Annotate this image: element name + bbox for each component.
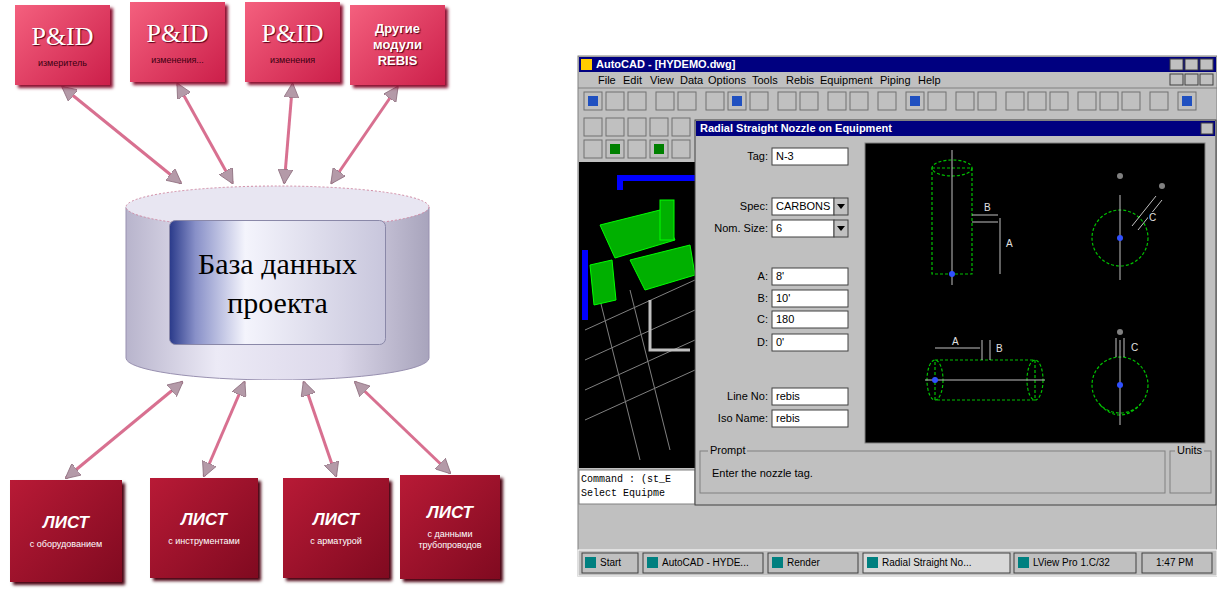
screen-text: rebis: [776, 412, 800, 424]
node-title: ЛИСТ: [181, 510, 227, 530]
dimension-letter: C: [1148, 212, 1157, 223]
screen-text: Spec:: [698, 200, 768, 212]
screen-text: B:: [698, 292, 768, 304]
node-title: ЛИСТ: [313, 510, 359, 530]
menu-item: File: [598, 74, 616, 86]
screen-text: Line No:: [698, 390, 768, 402]
screen-text: Render: [787, 557, 820, 568]
node-title: ЛИСТ: [427, 503, 473, 523]
connector-arrow: [284, 84, 292, 183]
screen-text: Prompt: [708, 444, 747, 456]
connector-arrow: [304, 382, 336, 476]
sheet-box: ЛИСТ с арматурой: [283, 478, 389, 578]
screen-text: Command : (st_E: [581, 474, 671, 485]
screen-text: Select Equipme: [581, 488, 665, 499]
node-subtitle: измеритель: [38, 58, 87, 68]
menu-item: Edit: [623, 74, 642, 86]
screen-text: Radial Straight Nozzle on Equipment: [700, 122, 892, 134]
sheet-box: ЛИСТ с инструментами: [150, 478, 258, 578]
node-title: База данных проекта: [178, 244, 378, 322]
screen-text: AutoCAD - HYDE...: [662, 557, 749, 568]
menu-item: Options: [708, 74, 746, 86]
screen-text: N-3: [776, 150, 794, 162]
screen-text: D:: [698, 336, 768, 348]
dimension-letter: C: [1130, 342, 1139, 353]
screen-text: 6: [776, 222, 782, 234]
screen-text: A:: [698, 270, 768, 282]
menu-item: Rebis: [786, 74, 814, 86]
screen-text: CARBONS: [776, 200, 830, 212]
menu-item: Data: [680, 74, 703, 86]
screen-text: 10': [776, 292, 790, 304]
database-cylinder: База данных проекта: [125, 185, 430, 380]
sheet-box: ЛИСТ с данными трубопроводов: [400, 475, 500, 579]
node-title: P&ID: [261, 19, 323, 49]
connector-arrow: [355, 382, 450, 473]
screen-text: Start: [600, 557, 621, 568]
node-subtitle: с арматурой: [310, 536, 362, 547]
connector-arrow: [332, 87, 398, 183]
screen-text: 1:47 PM: [1156, 557, 1193, 568]
screen-text: 180: [776, 313, 794, 325]
screen-text: LView Pro 1.C/32: [1033, 557, 1110, 568]
sheet-box: ЛИСТ с оборудованием: [10, 480, 122, 582]
screen-text: Nom. Size:: [698, 222, 768, 234]
connector-arrow: [66, 382, 182, 478]
dimension-letter: A: [1005, 238, 1014, 249]
node-subtitle: с данными трубопроводов: [405, 529, 495, 551]
menu-item: Tools: [752, 74, 778, 86]
screen-text: C:: [698, 313, 768, 325]
cylinder-outline: [125, 185, 430, 380]
connector-arrow: [178, 84, 233, 183]
menu-item: View: [650, 74, 674, 86]
screen-text: Units: [1175, 444, 1204, 456]
screen-text: Radial Straight No...: [882, 557, 972, 568]
module-box: Другие модули REBIS: [350, 5, 445, 85]
node-subtitle: с инструментами: [168, 536, 239, 547]
node-title: ЛИСТ: [43, 513, 89, 533]
screen-text: rebis: [776, 390, 800, 402]
dimension-letter: B: [995, 343, 1004, 354]
dimension-letter: A: [951, 336, 960, 347]
node-subtitle: изменения: [270, 55, 315, 65]
menu-item: Equipment: [820, 74, 873, 86]
dimension-letter: B: [983, 202, 992, 213]
screen-text: Enter the nozzle tag.: [712, 467, 813, 479]
pid-module-box: P&ID измеритель: [15, 5, 110, 85]
menu-item: Piping: [880, 74, 911, 86]
node-title: P&ID: [146, 19, 208, 49]
screen-text: AutoCAD - [HYDEMO.dwg]: [596, 58, 735, 70]
node-title: Другие модули REBIS: [355, 21, 440, 70]
connector-arrow: [63, 87, 181, 183]
node-subtitle: изменения...: [151, 55, 204, 65]
menu-item: Help: [918, 74, 941, 86]
screen-text: Tag:: [698, 150, 768, 162]
pid-module-box: P&ID изменения: [245, 2, 340, 82]
connector-arrow: [204, 382, 244, 476]
pid-module-box: P&ID изменения...: [130, 2, 225, 82]
node-title: P&ID: [31, 22, 93, 52]
node-subtitle: с оборудованием: [30, 539, 102, 550]
screen-text: 8': [776, 270, 784, 282]
screen-text: 0': [776, 336, 784, 348]
screen-text: Iso Name:: [698, 412, 768, 424]
